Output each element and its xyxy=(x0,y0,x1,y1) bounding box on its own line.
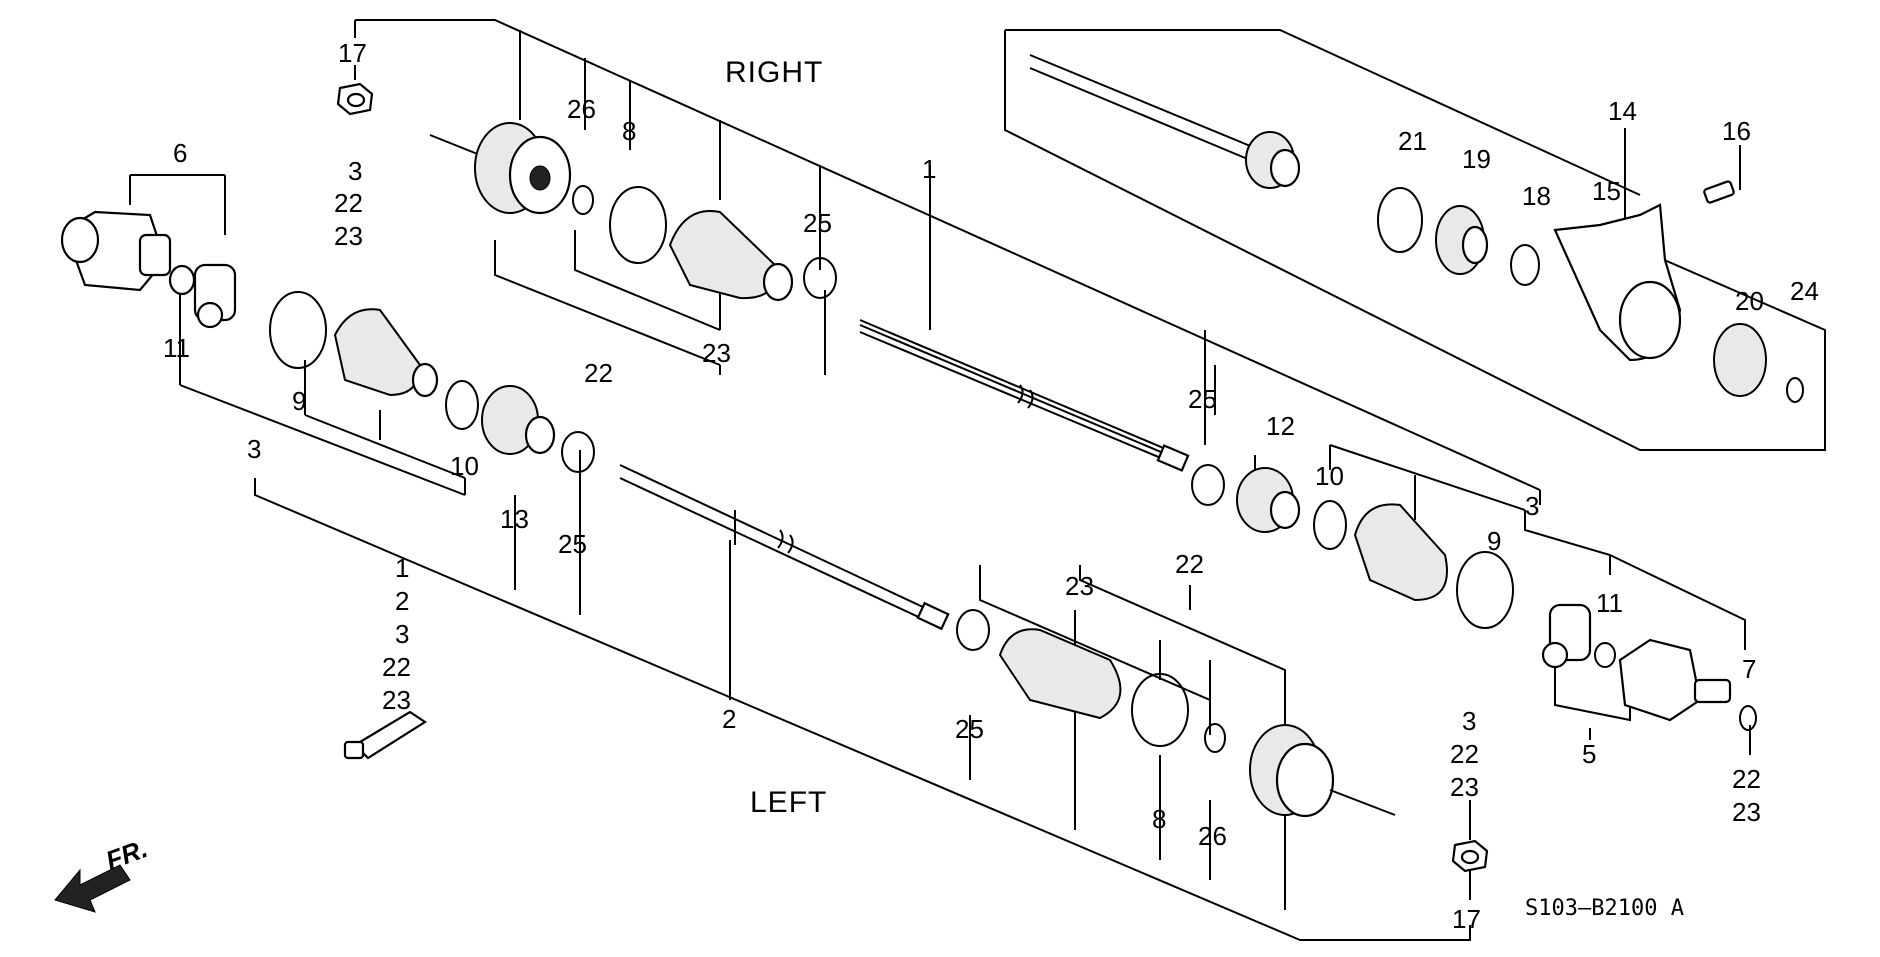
callout-23: 23 xyxy=(334,221,363,251)
snap-ring-26-a xyxy=(572,185,594,215)
outer-boot-left xyxy=(998,628,1122,720)
callout-16: 16 xyxy=(1722,116,1751,146)
callout-22: 22 xyxy=(1175,549,1204,579)
callout-25: 25 xyxy=(1188,384,1217,414)
callout-9: 9 xyxy=(1487,526,1501,556)
snap-ring-22 xyxy=(1739,705,1757,731)
leader-lines xyxy=(129,19,1826,941)
callout-22: 22 xyxy=(334,188,363,218)
title-left: LEFT xyxy=(750,786,827,819)
intermediate-shaft xyxy=(1029,54,1301,189)
callout-15: 15 xyxy=(1592,176,1621,206)
callout-8: 8 xyxy=(622,116,636,146)
inner-joint-6 xyxy=(60,210,172,292)
grease-tube xyxy=(343,710,428,760)
callout-13: 13 xyxy=(500,504,529,534)
boot-band-9 xyxy=(269,291,327,369)
callout-20: 20 xyxy=(1735,286,1764,316)
outer-joint-right xyxy=(429,122,572,215)
callout-22: 22 xyxy=(382,652,411,682)
callout-12: 12 xyxy=(1266,411,1295,441)
seal-20 xyxy=(1713,323,1767,397)
boot-clip-10-b xyxy=(1313,500,1347,550)
boot-clamp-25-a xyxy=(561,431,595,473)
snap-ring-18 xyxy=(1510,244,1540,286)
callout-3: 3 xyxy=(1462,706,1476,736)
boot-band-8-b xyxy=(1131,673,1189,747)
callout-26: 26 xyxy=(1198,821,1227,851)
boot-clamp-25-c xyxy=(956,609,990,651)
bolt-16 xyxy=(1703,180,1735,204)
title-right: RIGHT xyxy=(725,56,823,89)
boot-clip-10 xyxy=(445,380,479,430)
callout-17: 17 xyxy=(338,38,367,68)
callout-23: 23 xyxy=(1065,571,1094,601)
callout-23: 23 xyxy=(1732,797,1761,827)
callout-1: 1 xyxy=(922,154,936,184)
callout-labels: RIGHT LEFT FR. S103—B2100 A 17 3 22 23 6… xyxy=(102,38,1819,934)
spider-11 xyxy=(168,263,237,329)
callout-25: 25 xyxy=(803,208,832,238)
callout-3: 3 xyxy=(348,156,362,186)
damper-13 xyxy=(481,385,556,455)
snap-ring-26-b xyxy=(1204,723,1226,753)
callout-3: 3 xyxy=(247,434,261,464)
boot-band-9-b xyxy=(1456,551,1514,629)
callout-17: 17 xyxy=(1452,904,1481,934)
front-arrow-icon xyxy=(54,864,131,913)
callout-10: 10 xyxy=(1315,461,1344,491)
snap-ring-21 xyxy=(1377,187,1423,253)
callout-8: 8 xyxy=(1152,804,1166,834)
inner-boot-right xyxy=(1353,503,1448,602)
callout-23: 23 xyxy=(702,338,731,368)
outer-boot-right xyxy=(668,210,794,302)
damper-12 xyxy=(1236,467,1301,533)
boot-clamp-25-d xyxy=(1191,464,1225,506)
half-shaft-1 xyxy=(859,319,1190,472)
callout-23: 23 xyxy=(382,685,411,715)
callout-7: 7 xyxy=(1742,654,1756,684)
callout-1: 1 xyxy=(395,553,409,583)
callout-22: 22 xyxy=(584,358,613,388)
parts xyxy=(54,54,1804,913)
callout-3: 3 xyxy=(395,619,409,649)
inner-joint-7 xyxy=(1618,638,1732,722)
inner-boot-left xyxy=(333,308,439,398)
callout-22: 22 xyxy=(1732,764,1761,794)
callout-9: 9 xyxy=(292,386,306,416)
part-code: S103—B2100 A xyxy=(1525,896,1684,921)
outer-joint-left xyxy=(1249,724,1396,818)
callout-19: 19 xyxy=(1462,144,1491,174)
callout-14: 14 xyxy=(1608,96,1637,126)
callout-23: 23 xyxy=(1450,772,1479,802)
callout-18: 18 xyxy=(1522,181,1551,211)
boot-clamp-25-b xyxy=(803,257,837,299)
boot-band-8-a xyxy=(609,186,667,264)
callout-11: 11 xyxy=(163,333,190,363)
callout-26: 26 xyxy=(567,94,596,124)
callout-3: 3 xyxy=(1525,491,1539,521)
callout-2: 2 xyxy=(722,704,736,734)
callout-22: 22 xyxy=(1450,739,1479,769)
half-shaft-2 xyxy=(619,464,950,631)
callout-6: 6 xyxy=(173,138,187,168)
callout-2: 2 xyxy=(395,586,409,616)
callout-10: 10 xyxy=(450,451,479,481)
callout-21: 21 xyxy=(1398,126,1427,156)
nut-17-upper xyxy=(336,82,374,116)
spider-5 xyxy=(1541,603,1592,669)
snap-ring-11-b xyxy=(1594,642,1616,668)
nut-17-lower xyxy=(1451,839,1489,873)
callout-24: 24 xyxy=(1790,276,1819,306)
snap-ring-24 xyxy=(1786,377,1804,403)
callout-11: 11 xyxy=(1596,588,1623,618)
callout-25: 25 xyxy=(558,529,587,559)
callout-5: 5 xyxy=(1582,739,1596,769)
bearing-support-15 xyxy=(1553,203,1682,362)
front-arrow-label: FR. xyxy=(102,833,152,876)
bearing-19 xyxy=(1435,205,1489,275)
callout-25: 25 xyxy=(955,714,984,744)
